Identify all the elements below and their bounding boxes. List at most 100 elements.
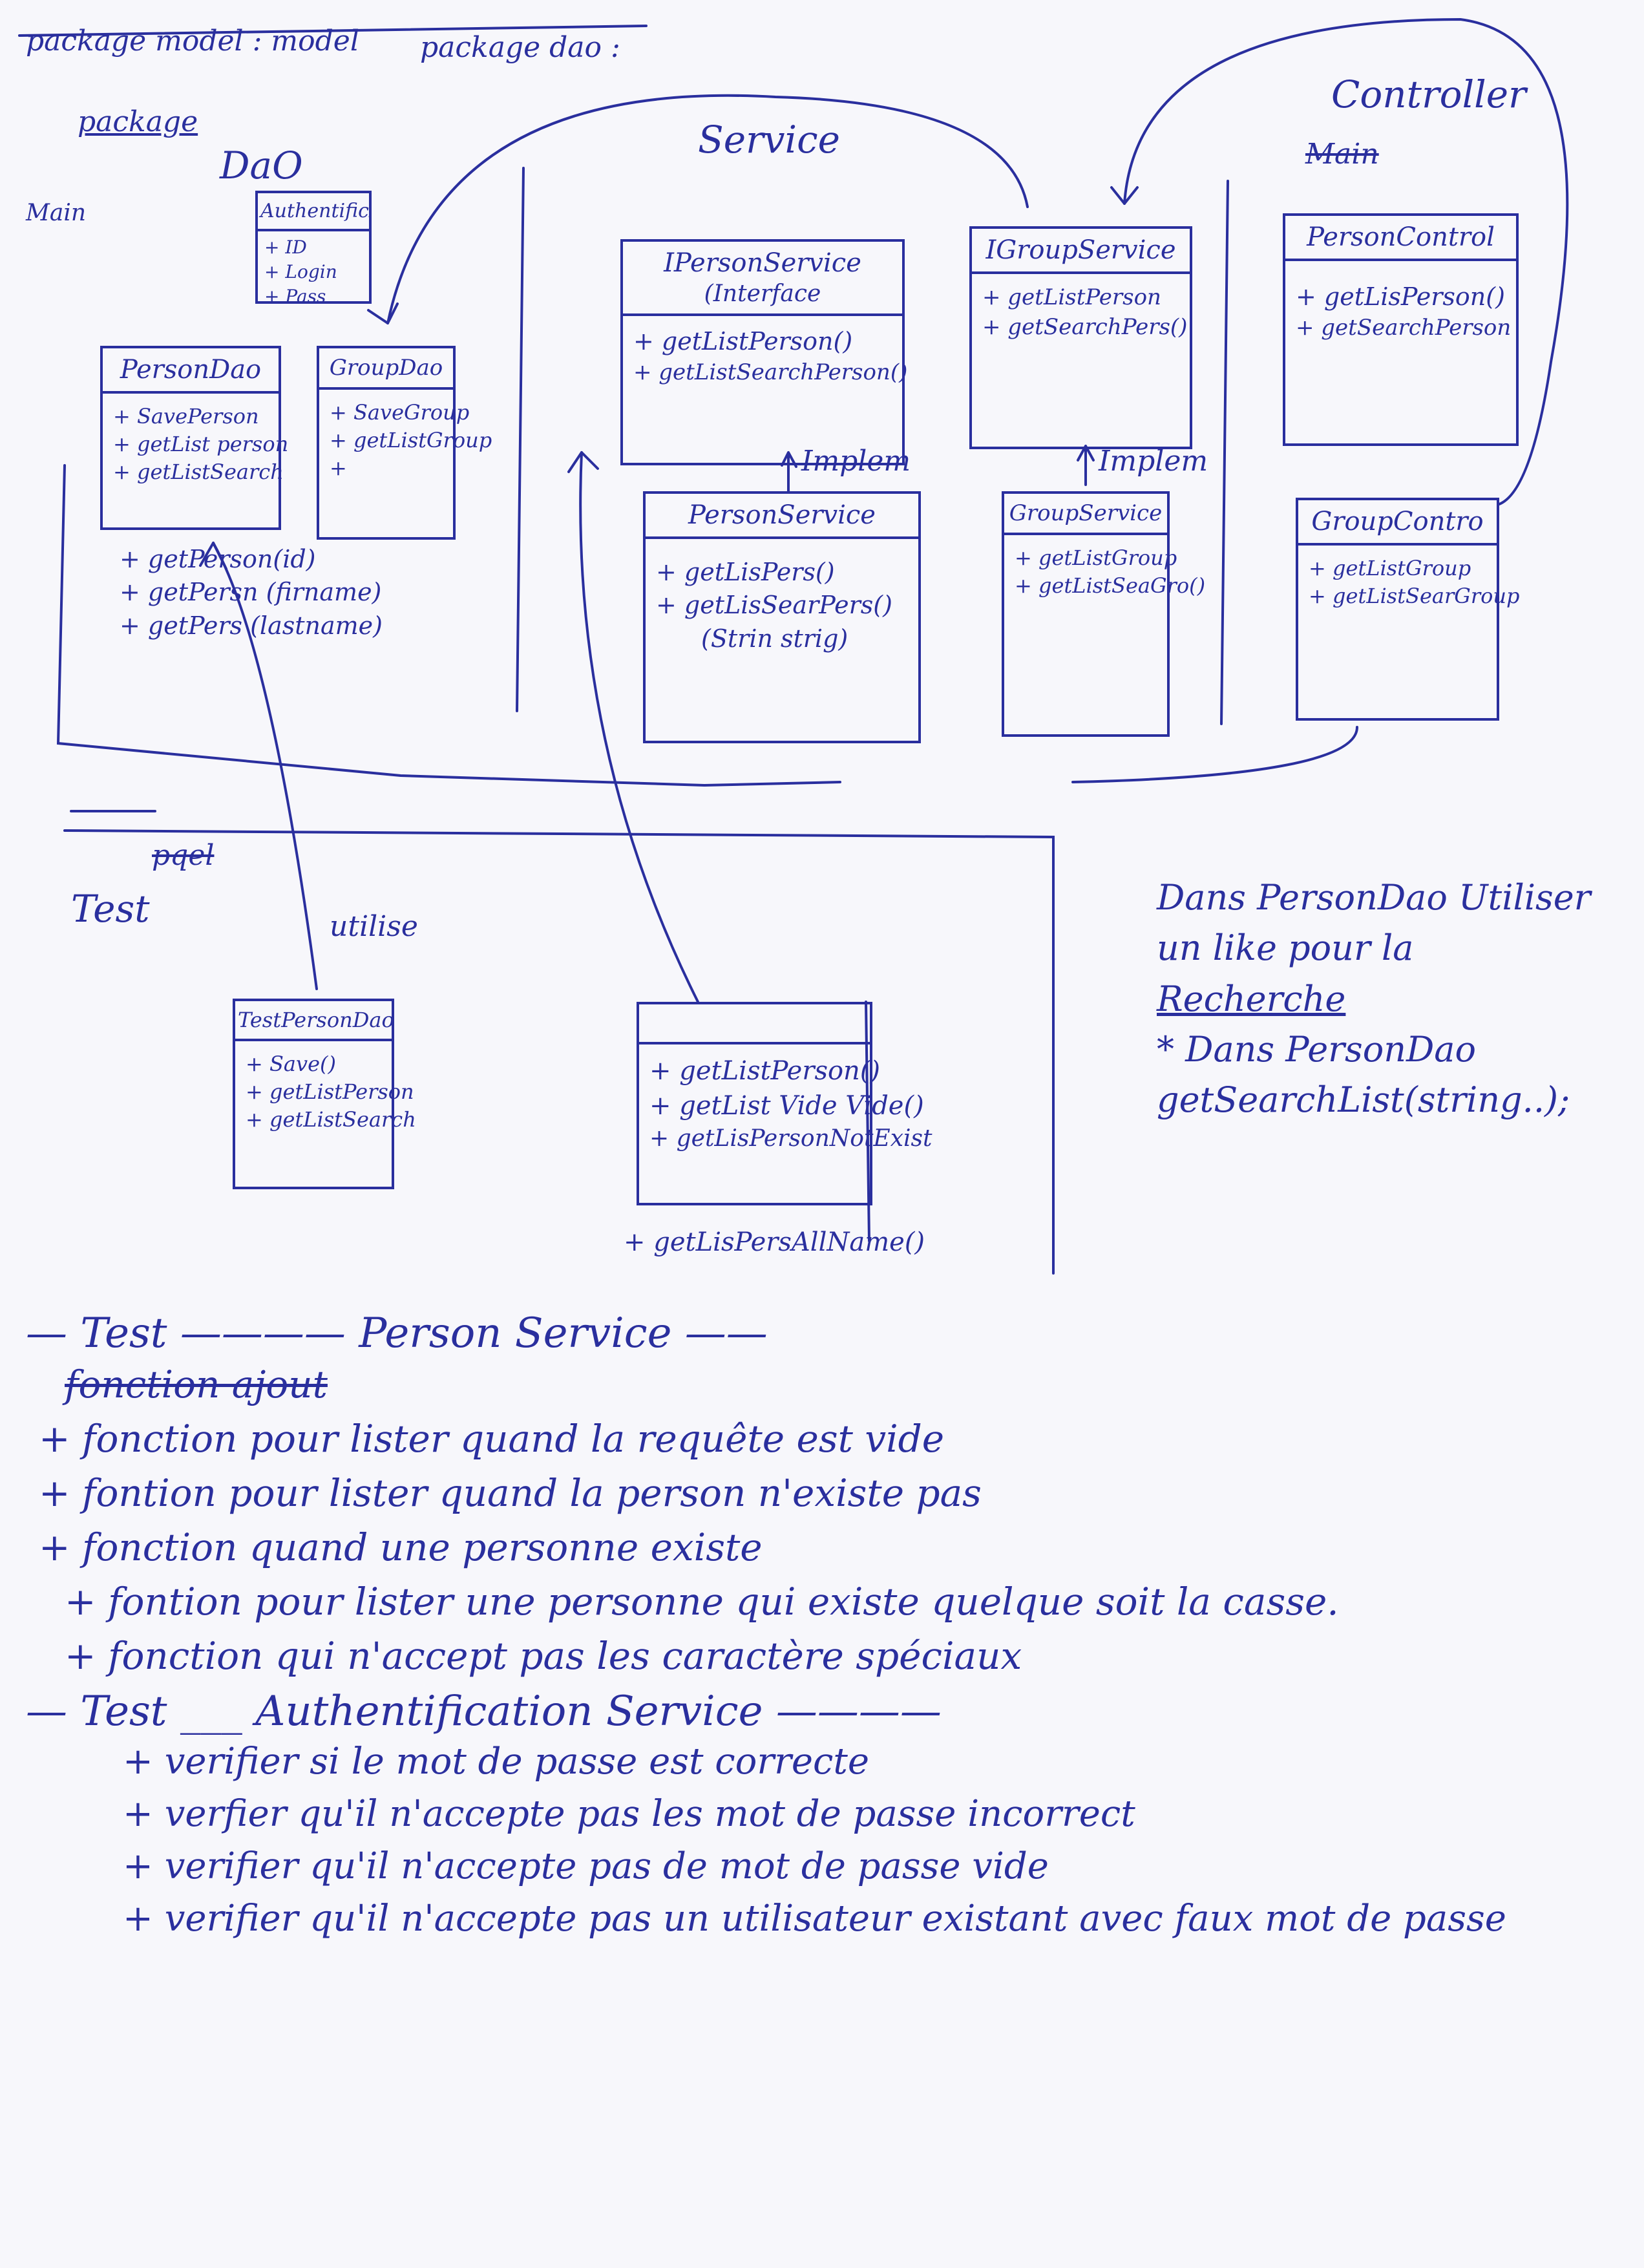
class-test-person-dao: TestPersonDao + Save() + getListPerson +… [233, 999, 416, 1189]
class-method: + SavePerson [113, 404, 259, 429]
class-stereotype: (Interface [623, 281, 902, 316]
class-attr: + Login [264, 260, 337, 282]
test-column-label: Test [71, 887, 150, 931]
class-method: + getLisPerson() [1296, 282, 1505, 311]
header-underline [18, 25, 648, 37]
notes-item: + fontion pour lister une personne qui e… [65, 1580, 1339, 1624]
implements-label-2: Implem [1099, 445, 1208, 478]
test-service-arrow [579, 451, 699, 1003]
class-method: + getListGroup [1309, 556, 1471, 580]
notes-item: + fonction qui n'accept pas les caractèr… [65, 1634, 1022, 1679]
class-method: + getPerson(id) [120, 545, 316, 573]
arc-service-dao [386, 94, 1029, 324]
class-igroup-service: IGroupService + getListPerson + getSearc… [969, 226, 1192, 449]
class-title: PersonDao [103, 348, 279, 394]
class-iperson-service: IPersonService (Interface + getListPerso… [620, 239, 908, 465]
class-method: + getSearchPers() [982, 313, 1188, 340]
class-method: + getSearchPerson [1296, 315, 1512, 341]
class-method: + getLisPersonNotExist [649, 1125, 933, 1152]
class-person-control: PersonControl + getLisPerson() + getSear… [1283, 213, 1519, 446]
notes-item: + verifier si le mot de passe est correc… [123, 1740, 870, 1783]
notes-item: + verifier qu'il n'accepte pas de mot de… [123, 1845, 1049, 1887]
class-authentific-dao: AuthentificDao + ID + Login + Pass [255, 191, 372, 307]
class-title: PersonService [646, 494, 918, 539]
class-test-person-service: + getListPerson() + getList Vide Vide() … [637, 1002, 933, 1205]
controller-border [1220, 180, 1229, 725]
header-package-model: package model : model [26, 25, 359, 58]
notes-item: + verifier qu'il n'accepte pas un utilis… [123, 1898, 1506, 1940]
class-attr: + ID [264, 237, 307, 258]
class-method: + getListGroup [1015, 546, 1177, 570]
class-method: + SaveGroup [330, 400, 470, 425]
class-title: PersonControl [1285, 216, 1516, 261]
class-group-control: GroupContro + getListGroup + getListSear… [1296, 498, 1520, 721]
class-method: + getPersn (firname) [120, 578, 382, 607]
class-method: + [330, 456, 347, 481]
notes-section-title: — Test ___ Authentification Service ———— [26, 1687, 942, 1735]
implements-arrow-2 [1077, 445, 1095, 486]
controller-column-label: Controller [1331, 72, 1526, 116]
class-method: + getListPerson [982, 284, 1161, 310]
implements-label: Implem [801, 445, 911, 478]
class-method: + getListSeaGro() [1015, 573, 1206, 599]
class-group-dao: GroupDao + SaveGroup + getListGroup + [317, 346, 492, 540]
side-note-line: un like pour la [1157, 927, 1414, 969]
class-method: + getLisSearPers() [656, 591, 892, 620]
side-note: Dans PersonDao Utiliser un like pour la … [1157, 873, 1591, 1125]
utilise-arrow [212, 542, 318, 990]
notes-item: + fonction quand une personne existe [39, 1525, 763, 1570]
controller-struck-label: Main [1305, 138, 1379, 171]
person-dao-extra-methods: + getPerson(id) + getPersn (firname) + g… [120, 543, 383, 642]
class-title: GroupService [1004, 494, 1167, 535]
class-person-service: PersonService + getLisPers() + getLisSea… [643, 491, 921, 743]
class-title: IPersonService [664, 248, 861, 278]
dao-right-border [516, 167, 525, 712]
class-method: + getList Vide Vide() [649, 1091, 924, 1121]
side-note-line: * Dans PersonDao [1157, 1028, 1476, 1070]
class-method: + getListPerson [246, 1079, 414, 1105]
notes-item: + fontion pour lister quand la person n'… [39, 1471, 982, 1516]
notes-item: + verfier qu'il n'accepte pas les mot de… [123, 1792, 1135, 1835]
main-label: Main [26, 200, 87, 226]
class-title: GroupContro [1298, 500, 1497, 546]
side-note-line: Dans PersonDao Utiliser [1157, 877, 1591, 918]
class-title: TestPersonDao [235, 1001, 392, 1041]
test-notes: — Test ———— Person Service —— fonction a… [26, 1306, 1603, 1945]
class-method: + getListSearGroup [1309, 584, 1520, 609]
class-method: + getListGroup [330, 428, 492, 453]
class-person-dao: PersonDao + SavePerson + getList person … [100, 346, 288, 530]
dao-package-border [56, 464, 841, 787]
class-title [639, 1004, 870, 1044]
class-title: IGroupService [972, 229, 1190, 274]
class-method: + getListSearch [113, 460, 284, 485]
class-method: + getListPerson() [649, 1056, 881, 1086]
side-note-line: getSearchList(string..); [1157, 1079, 1570, 1121]
arc-groupcontrol [1071, 726, 1358, 783]
utilise-label: utilise [330, 910, 418, 943]
class-method-outside: + getLisPersAllName() [624, 1227, 925, 1257]
class-attr: + Pass [264, 285, 326, 307]
notes-section-title: — Test ———— Person Service —— [26, 1309, 768, 1357]
service-column-label: Service [698, 118, 840, 162]
class-title: AuthentificDao [258, 193, 369, 231]
test-package-border [63, 829, 1055, 1275]
test-struck-label: pqel [152, 839, 215, 872]
header-package-dao: package dao : [420, 31, 620, 64]
class-method: + Save() [246, 1052, 336, 1076]
notes-struck-item: fonction ajout [65, 1362, 328, 1406]
class-method: + getListSearchPerson() [633, 359, 908, 386]
class-group-service: GroupService + getListGroup + getListSea… [1002, 491, 1206, 737]
class-method: + getLisPers() [656, 558, 835, 586]
header-package: package [78, 105, 198, 138]
class-title: GroupDao [319, 348, 453, 390]
dao-column-label: DaO [220, 143, 303, 187]
side-note-line: Recherche [1157, 978, 1346, 1019]
class-method: + getPers (lastname) [120, 611, 383, 640]
class-method: + getListSearch [246, 1107, 416, 1132]
class-method-param: (Strin strig) [701, 624, 848, 653]
notes-item: + fonction pour lister quand la requête … [39, 1417, 945, 1461]
class-method: + getListPerson() [633, 327, 853, 355]
arc-controller-service [1123, 17, 1569, 505]
